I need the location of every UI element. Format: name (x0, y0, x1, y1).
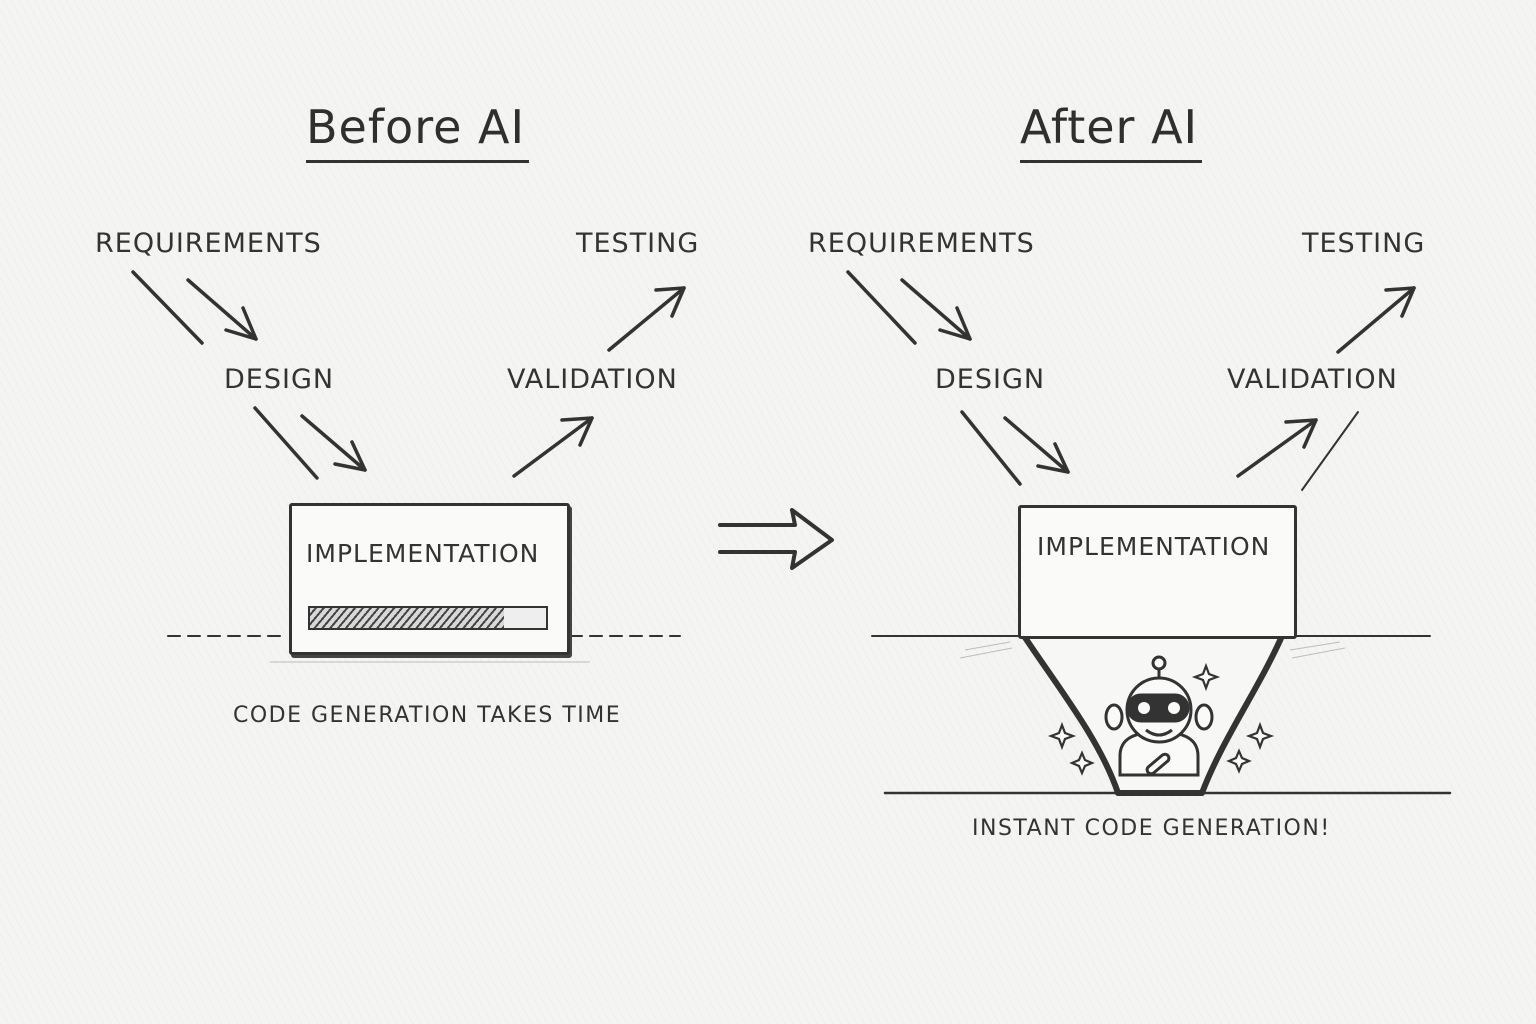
after-impl-valid-arrow (1236, 418, 1318, 478)
before-title: Before AI (306, 100, 530, 163)
before-stage-testing: TESTING (576, 228, 700, 259)
after-title: After AI (1020, 100, 1203, 163)
after-speed-line (1301, 411, 1359, 491)
progress-bar (308, 606, 548, 630)
after-implementation-label: IMPLEMENTATION (1037, 532, 1271, 561)
before-stage-validation: VALIDATION (507, 364, 678, 395)
sparkle-icon (1191, 662, 1221, 692)
after-implementation-box: IMPLEMENTATION (1018, 505, 1297, 639)
before-design-impl-line (253, 406, 319, 480)
before-req-design-line (131, 270, 204, 345)
before-stage-design: DESIGN (224, 364, 335, 395)
before-req-design-arrow (186, 278, 258, 341)
before-implementation-box: IMPLEMENTATION (289, 503, 570, 655)
after-valid-test-arrow (1336, 286, 1416, 354)
transition-arrow-icon (718, 508, 834, 570)
before-implementation-label: IMPLEMENTATION (306, 539, 540, 568)
progress-bar-fill (310, 608, 504, 628)
robot-icon (1104, 655, 1214, 777)
after-caption: INSTANT CODE GENERATION! (972, 816, 1331, 841)
before-caption: CODE GENERATION TAKES TIME (233, 703, 622, 728)
sparkle-icon (1245, 721, 1275, 751)
after-stage-requirements: REQUIREMENTS (808, 228, 1035, 259)
after-design-impl-arrow (1003, 416, 1070, 474)
after-stage-testing: TESTING (1302, 228, 1426, 259)
after-stage-design: DESIGN (935, 364, 1046, 395)
before-impl-valid-arrow (512, 416, 594, 478)
before-design-impl-arrow (300, 414, 367, 472)
after-stage-validation: VALIDATION (1227, 364, 1398, 395)
sparkle-icon (1069, 750, 1095, 776)
after-req-design-line (846, 270, 917, 345)
before-stage-requirements: REQUIREMENTS (95, 228, 322, 259)
after-design-impl-line (960, 410, 1022, 486)
before-valid-test-arrow (607, 286, 686, 352)
sparkle-icon (1226, 748, 1252, 774)
sparkle-icons (1047, 662, 1275, 776)
sparkle-icon (1047, 721, 1077, 751)
after-req-design-arrow (900, 278, 972, 341)
